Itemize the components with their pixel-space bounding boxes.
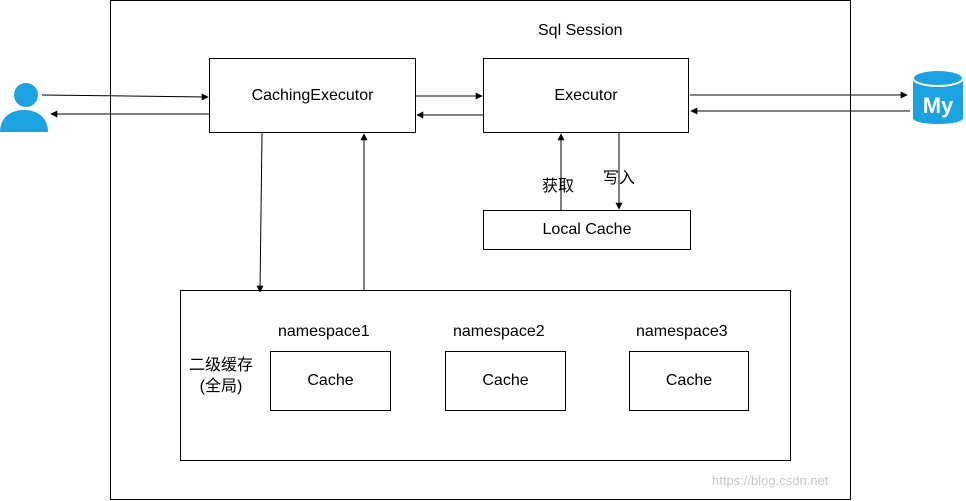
user-icon-body — [0, 110, 48, 132]
get-label: 获取 — [542, 178, 575, 195]
namespace-cache-label: Cache — [307, 372, 354, 389]
namespace-label: namespace3 — [636, 323, 728, 340]
watermark: https://blog.csdn.net — [712, 473, 829, 488]
user-to-caching-executor-arrow — [41, 93, 209, 101]
mysql-database-icon: My — [912, 69, 964, 124]
executor-box: Executor — [483, 58, 689, 133]
namespace-cache-box: Cache — [270, 351, 391, 411]
namespace-label: namespace1 — [278, 323, 370, 340]
database-cylinder-top — [912, 69, 964, 87]
second-level-cache-label-line1: 二级缓存 — [189, 357, 254, 374]
user-icon — [0, 83, 48, 132]
caching-executor-to-second-cache-arrow — [256, 132, 264, 293]
local-cache-box: Local Cache — [483, 210, 691, 250]
executor-label: Executor — [554, 86, 618, 104]
local-cache-label: Local Cache — [542, 221, 632, 238]
caching-executor-label: CachingExecutor — [251, 86, 374, 104]
second-level-cache-title: 二级缓存 (全局) — [189, 355, 253, 397]
second-level-cache-label-line2: (全局) — [199, 378, 243, 395]
namespace-label: namespace2 — [453, 323, 545, 340]
namespace-cache-box: Cache — [629, 351, 749, 411]
database-logo-text: My — [923, 93, 954, 118]
sql-session-title: Sql Session — [538, 22, 623, 39]
database-cylinder-body — [913, 78, 963, 124]
namespace-cache-box: Cache — [445, 351, 566, 411]
namespace-cache-label: Cache — [665, 372, 713, 389]
namespace-cache-label: Cache — [482, 372, 529, 389]
caching-executor-box: CachingExecutor — [209, 58, 416, 133]
user-icon-head — [14, 83, 38, 107]
